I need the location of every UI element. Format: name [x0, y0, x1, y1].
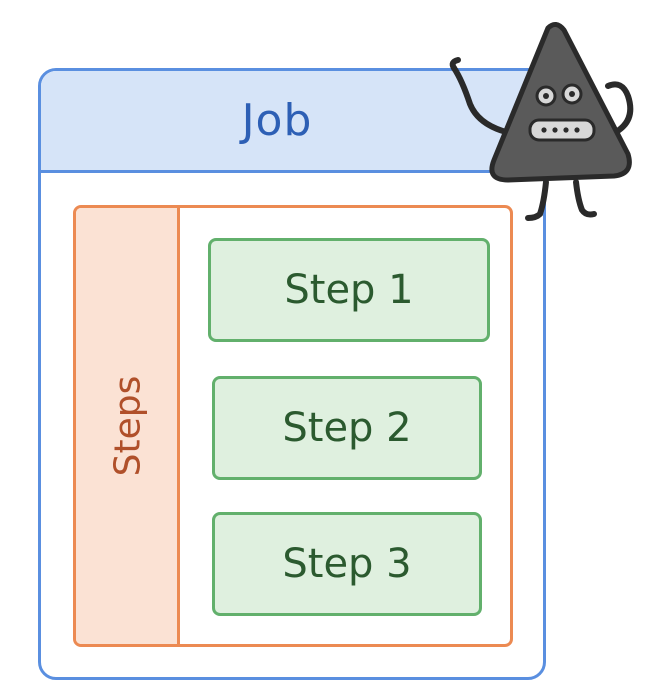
job-container: Job Steps Step 1 Step 2 Step 3 [38, 68, 546, 680]
triangle-robot-mascot-icon [449, 22, 634, 221]
job-title: Job [241, 95, 313, 146]
step-box-2: Step 2 [212, 376, 482, 480]
step-box-3: Step 3 [212, 512, 482, 616]
steps-container: Steps Step 1 Step 2 Step 3 [73, 205, 513, 647]
step-box-1: Step 1 [208, 238, 490, 342]
steps-label: Steps [107, 375, 149, 477]
job-header: Job [41, 71, 543, 173]
steps-sidebar: Steps [76, 208, 180, 644]
